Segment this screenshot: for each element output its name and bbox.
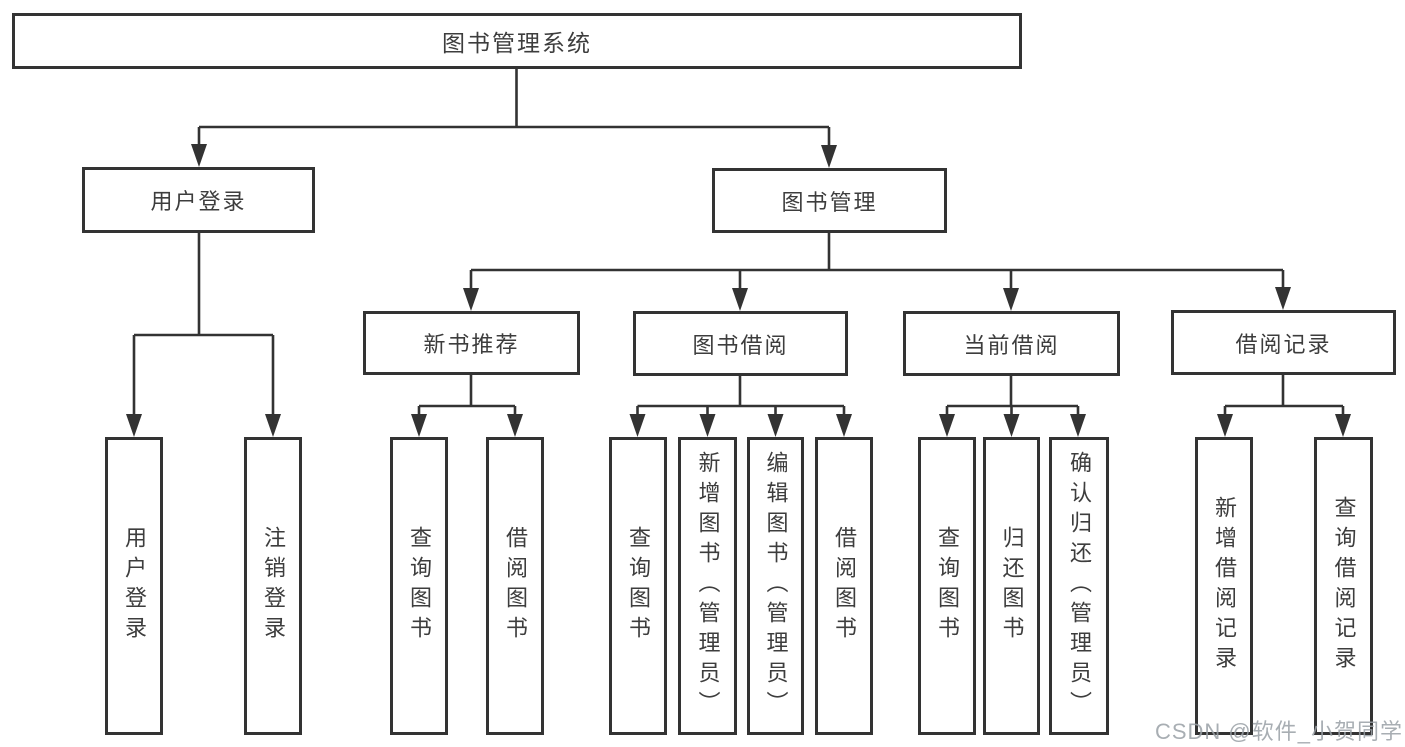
node-label: 当前借阅 (963, 332, 1060, 358)
leaf-query-books-current: 查询图书 (918, 437, 976, 735)
leaf-borrow-books-recommend: 借阅图书 (486, 437, 544, 735)
leaf-label: 确认归还（管理员） (1067, 451, 1092, 721)
node-book-management: 图书管理 (712, 168, 947, 233)
leaf-label: 用户登录 (122, 526, 147, 646)
leaf-logout: 注销登录 (244, 437, 302, 735)
leaf-confirm-return-admin: 确认归还（管理员） (1049, 437, 1109, 735)
leaf-label: 借阅图书 (832, 526, 857, 646)
node-book-borrowing: 图书借阅 (633, 311, 848, 376)
leaf-query-books-recommend: 查询图书 (390, 437, 448, 735)
node-label: 用户登录 (150, 189, 247, 214)
leaf-user-login: 用户登录 (105, 437, 163, 735)
leaf-edit-books-admin: 编辑图书（管理员） (747, 437, 804, 735)
leaf-label: 新增图书（管理员） (695, 451, 721, 721)
leaf-add-borrow-record: 新增借阅记录 (1195, 437, 1253, 735)
leaf-label: 新增借阅记录 (1212, 496, 1237, 676)
node-label: 图书借阅 (692, 332, 789, 358)
leaf-label: 查询图书 (935, 526, 960, 646)
node-borrowing-records: 借阅记录 (1171, 310, 1396, 375)
node-label: 新书推荐 (423, 332, 520, 357)
node-label: 图书管理 (781, 189, 878, 215)
leaf-borrow-books: 借阅图书 (815, 437, 873, 735)
leaf-label: 归还图书 (999, 526, 1025, 646)
leaf-return-books: 归还图书 (983, 437, 1040, 735)
leaf-label: 查询图书 (626, 526, 651, 646)
node-current-borrowing: 当前借阅 (903, 311, 1120, 376)
leaf-query-books-borrow: 查询图书 (609, 437, 667, 735)
leaf-label: 查询借阅记录 (1331, 496, 1357, 676)
node-label: 图书管理系统 (442, 30, 592, 56)
node-new-book-recommendation: 新书推荐 (363, 311, 580, 375)
node-label: 借阅记录 (1235, 331, 1332, 357)
leaf-label: 编辑图书（管理员） (763, 451, 789, 721)
leaf-query-borrow-record: 查询借阅记录 (1314, 437, 1373, 735)
leaf-label: 查询图书 (407, 526, 432, 646)
leaf-label: 借阅图书 (503, 526, 528, 646)
csdn-watermark: CSDN @软件_小贺同学 (1154, 719, 1403, 744)
node-library-system: 图书管理系统 (12, 13, 1022, 69)
node-user-login: 用户登录 (82, 167, 315, 233)
leaf-label: 注销登录 (261, 526, 286, 646)
leaf-add-books-admin: 新增图书（管理员） (678, 437, 737, 735)
